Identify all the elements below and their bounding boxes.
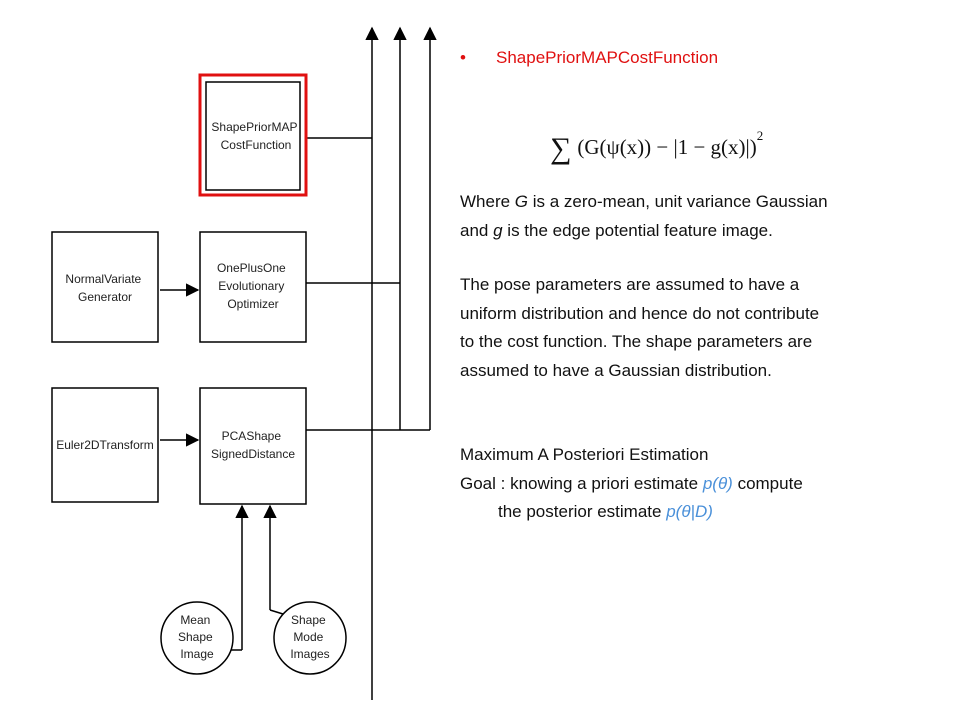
pca-shape-label-1: PCAShape	[222, 429, 282, 443]
cost-function-label-2: CostFunction	[221, 138, 292, 152]
formula-exponent: 2	[756, 128, 764, 143]
pose-line: to the cost function. The shape paramete…	[460, 332, 813, 351]
cost-formula: ∑(G(ψ(x)) − |1 − g(x)|)2	[550, 128, 763, 166]
optimizer-label-1: OnePlusOne	[217, 261, 286, 275]
cost-function-highlight	[198, 73, 308, 197]
normal-variate-box	[51, 231, 159, 343]
map-title: Maximum A Posteriori Estimation	[460, 445, 709, 464]
euler-transform-box	[51, 387, 159, 503]
mean-shape-circle	[160, 601, 234, 675]
bullet-title: ShapePriorMAPCostFunction	[496, 48, 719, 67]
pca-shape-label-2: SignedDistance	[211, 447, 295, 461]
svg-text:Euler2DTransform: Euler2DTransform	[56, 438, 154, 452]
svg-text:PCAShape SignedDistance: PCAShape SignedDistance	[211, 429, 295, 461]
cost-function-label-1: ShapePriorMAP	[211, 120, 297, 134]
map-goal-line-2: the posterior estimate p(θ|D)	[498, 502, 713, 521]
svg-text:OnePlusOne Evolutionary: OnePlusOne Evolutionary Optimizer	[217, 261, 289, 311]
svg-text:NormalVariate Generator: NormalVariate Generator	[65, 272, 144, 304]
formula-body: (G(ψ(x)) − |1 − g(x)|)	[577, 135, 757, 159]
pipeline-diagram: ShapePriorMAP CostFunction NormalVariate…	[51, 26, 437, 700]
pose-line: The pose parameters are assumed to have …	[460, 275, 800, 294]
mean-shape-label-1: Mean	[180, 613, 210, 627]
posterior-estimate: p(θ|D)	[666, 502, 713, 521]
shape-mode-circle	[273, 601, 347, 675]
pose-paragraph: The pose parameters are assumed to have …	[460, 271, 819, 385]
pose-line: uniform distribution and hence do not co…	[460, 303, 820, 323]
shape-mode-label-2: Mode	[293, 630, 323, 644]
map-goal-line-1: Goal : knowing a priori estimate p(θ) co…	[460, 473, 803, 493]
optimizer-box	[199, 231, 307, 343]
prior-estimate: p(θ)	[702, 473, 733, 493]
shape-mode-label-1: Shape	[291, 613, 326, 627]
euler-transform-label: Euler2DTransform	[56, 438, 154, 452]
where-line-2: and g is the edge potential feature imag…	[460, 220, 773, 240]
mean-shape-label-3: Image	[180, 647, 214, 661]
pose-line: assumed to have a Gaussian distribution.	[460, 360, 772, 380]
pca-shape-box	[199, 387, 307, 505]
where-line-1: Where G is a zero-mean, unit variance Ga…	[460, 192, 828, 211]
svg-text:Shape Mode Images: Shape Mode Images	[290, 613, 329, 661]
formula-sum: ∑	[550, 132, 572, 165]
var-g: g	[493, 220, 503, 240]
optimizer-label-2: Evolutionary	[218, 279, 284, 293]
where-paragraph: Where G is a zero-mean, unit variance Ga…	[460, 188, 828, 245]
shape-mode-label-3: Images	[290, 647, 329, 661]
cost-function-box	[205, 81, 301, 191]
connector-mode-circle	[269, 609, 284, 615]
bullet-symbol: •	[460, 48, 466, 67]
optimizer-label-3: Optimizer	[227, 297, 278, 311]
svg-text:Mean Shape Image: Mean Shape Image	[178, 613, 216, 661]
normal-variate-label-2: Generator	[78, 290, 132, 304]
normal-variate-label-1: NormalVariate	[65, 272, 141, 286]
map-paragraph: Maximum A Posteriori Estimation Goal : k…	[460, 441, 803, 527]
svg-text:ShapePriorMAP CostFunction: ShapePriorMAP CostFunction	[211, 120, 300, 152]
var-G: G	[514, 192, 529, 211]
mean-shape-label-2: Shape	[178, 630, 213, 644]
